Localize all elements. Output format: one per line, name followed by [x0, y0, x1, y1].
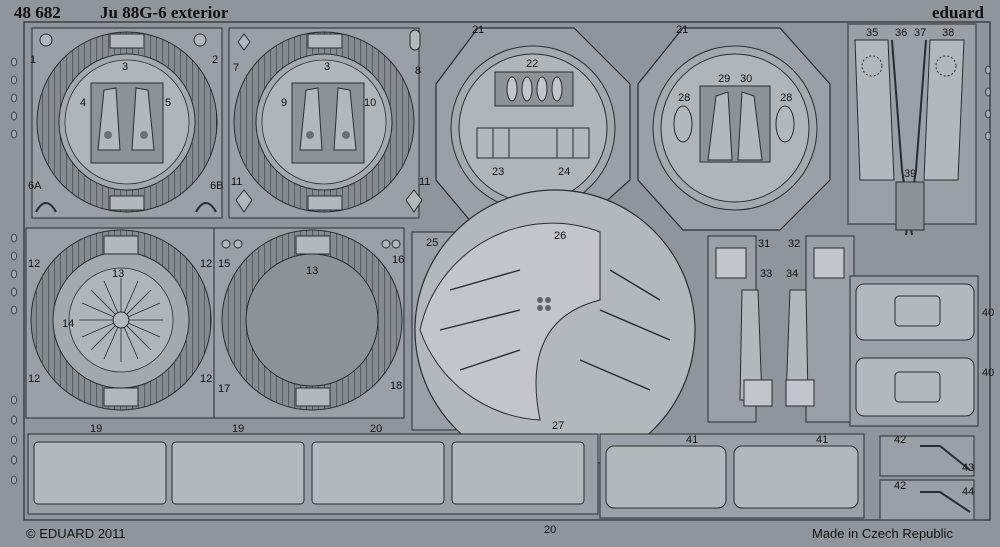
part-nacelle-strips [847, 23, 977, 236]
part-number: 10 [364, 97, 377, 109]
sheet-code: 48 682 [14, 3, 61, 22]
part-number: 9 [281, 97, 288, 109]
copyright: © EDUARD 2011 [26, 526, 126, 541]
part-number: 17 [218, 383, 231, 395]
part-number: 12 [28, 373, 41, 385]
part-number: 26 [554, 230, 567, 242]
part-number: 28 [678, 92, 691, 104]
part-number: 1 [30, 54, 37, 66]
part-number: 25 [426, 237, 439, 249]
part-number: 7 [233, 62, 240, 74]
part-number: 22 [526, 58, 539, 70]
part-number: 19 [232, 423, 245, 435]
part-number: 19 [90, 423, 103, 435]
part-number: 12 [200, 373, 213, 385]
part-number: 6A [28, 180, 42, 192]
part-number: 28 [780, 92, 793, 104]
part-number: 40 [982, 367, 995, 379]
part-octagon-2 [637, 27, 831, 231]
part-number: 4 [80, 97, 87, 109]
part-number: 12 [28, 258, 41, 270]
part-number: 31 [758, 238, 771, 250]
part-number: 20 [544, 524, 557, 536]
part-number: 11 [419, 176, 431, 188]
part-number: 5 [165, 97, 172, 109]
part-panels-41 [599, 433, 865, 519]
part-number: 23 [492, 166, 505, 178]
sheet-title: Ju 88G-6 exterior [100, 3, 229, 22]
part-number: 3 [324, 61, 331, 73]
part-octagon-1 [435, 27, 631, 231]
part-number: 41 [816, 434, 829, 446]
part-panels-19-20 [27, 433, 599, 515]
part-gear-legs [707, 235, 855, 423]
part-number: 18 [390, 380, 403, 392]
part-number: 2 [212, 54, 219, 66]
part-number: 43 [962, 462, 975, 474]
part-number: 37 [914, 27, 927, 39]
part-number: 6B [210, 180, 224, 192]
part-number: 42 [894, 434, 907, 446]
part-number: 36 [895, 27, 908, 39]
part-number: 24 [558, 166, 571, 178]
part-number: 30 [740, 73, 753, 85]
part-number: 20 [370, 423, 383, 435]
part-number: 15 [218, 258, 231, 270]
part-ring-2 [228, 27, 423, 219]
part-number: 35 [866, 27, 879, 39]
part-number: 12 [200, 258, 213, 270]
part-number: 14 [62, 318, 75, 330]
part-number: 21 [472, 24, 485, 36]
part-number: 44 [962, 486, 975, 498]
part-ring-3 [25, 227, 217, 419]
fret-frame [23, 21, 991, 521]
part-number: 38 [942, 27, 955, 39]
part-number: 34 [786, 268, 799, 280]
part-number: 39 [904, 168, 917, 180]
part-number: 13 [112, 268, 125, 280]
part-ring-1 [31, 27, 223, 219]
part-number: 13 [306, 265, 319, 277]
edge-tabs-left [11, 57, 991, 485]
part-number: 11 [231, 176, 243, 188]
part-number: 3 [122, 61, 129, 73]
origin: Made in Czech Republic [812, 526, 953, 541]
part-number: 16 [392, 254, 405, 266]
part-number: 42 [894, 480, 907, 492]
part-number: 32 [788, 238, 801, 250]
part-number: 8 [415, 65, 422, 77]
part-number: 27 [552, 420, 565, 432]
part-number: 41 [686, 434, 699, 446]
part-number: 33 [760, 268, 773, 280]
part-number: 29 [718, 73, 731, 85]
part-small-42-44 [879, 435, 975, 521]
part-number: 40 [982, 307, 995, 319]
brand-logo: eduard [932, 3, 984, 22]
part-number: 21 [676, 24, 689, 36]
part-plates-40 [849, 275, 979, 427]
part-ring-4 [213, 227, 405, 419]
part-disc [411, 189, 696, 471]
